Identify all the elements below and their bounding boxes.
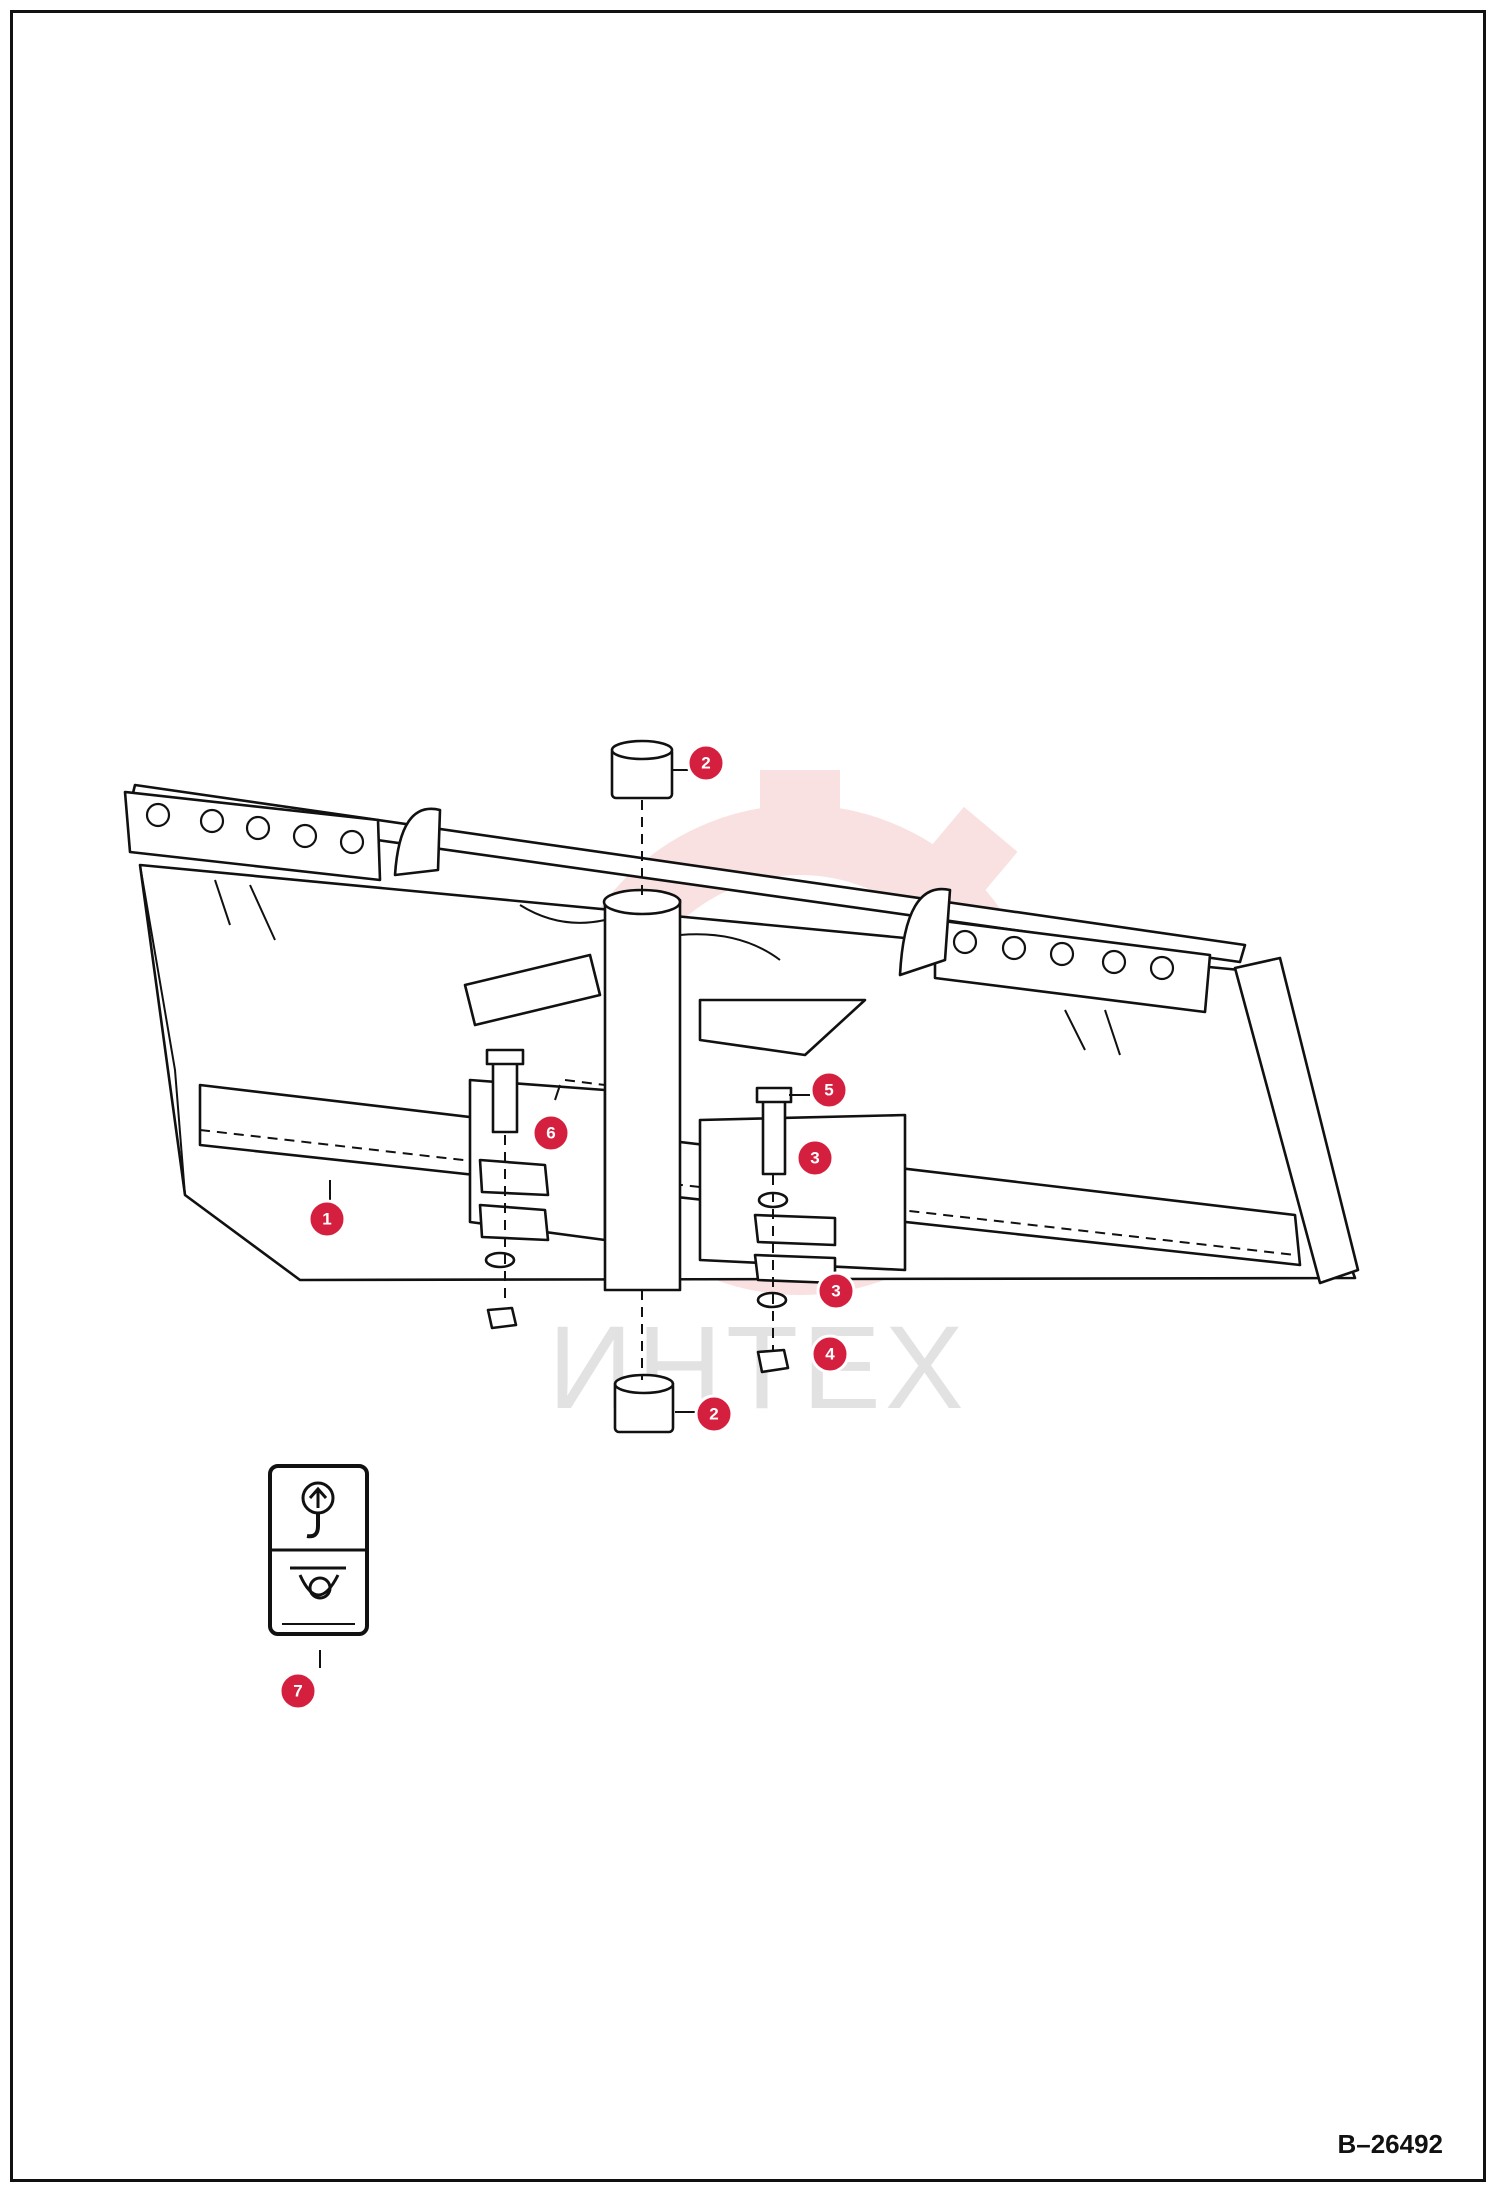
callout-5[interactable]: 5: [809, 1070, 849, 1110]
drawing-border: [10, 10, 1486, 2182]
callout-4[interactable]: 4: [810, 1334, 850, 1374]
svg-text:2: 2: [709, 1405, 718, 1424]
bolt-left: [485, 1048, 525, 1134]
svg-text:3: 3: [831, 1282, 840, 1301]
lug-left: [478, 1158, 550, 1242]
svg-text:4: 4: [825, 1345, 835, 1364]
nut-left: [486, 1306, 518, 1330]
bolt-right: [755, 1086, 793, 1176]
bushing-top: [610, 739, 674, 800]
bushing-bottom: [613, 1373, 675, 1434]
mounting-frame: [123, 783, 1360, 1292]
lift-point-decal: [268, 1464, 369, 1636]
callout-3-lower[interactable]: 3: [816, 1271, 856, 1311]
callout-2-top[interactable]: 2: [686, 743, 726, 783]
callout-1[interactable]: 1: [307, 1199, 347, 1239]
leader-lines: [319, 769, 810, 1668]
nut-right: [756, 1348, 790, 1374]
svg-text:7: 7: [293, 1682, 302, 1701]
callout-6[interactable]: 6: [531, 1113, 571, 1153]
washer-left: [484, 1251, 516, 1269]
crush-warning-icon: [290, 1566, 346, 1600]
svg-text:3: 3: [810, 1149, 819, 1168]
svg-text:1: 1: [322, 1210, 331, 1229]
callout-3-upper[interactable]: 3: [795, 1138, 835, 1178]
lug-right: [753, 1213, 837, 1285]
svg-text:5: 5: [824, 1081, 833, 1100]
callout-7[interactable]: 7: [278, 1671, 318, 1711]
drawing-code: B–26492: [1337, 2129, 1443, 2159]
callout-2-bottom[interactable]: 2: [694, 1394, 734, 1434]
lift-hook-icon: [301, 1481, 335, 1539]
svg-text:6: 6: [546, 1124, 555, 1143]
svg-text:2: 2: [701, 754, 710, 773]
